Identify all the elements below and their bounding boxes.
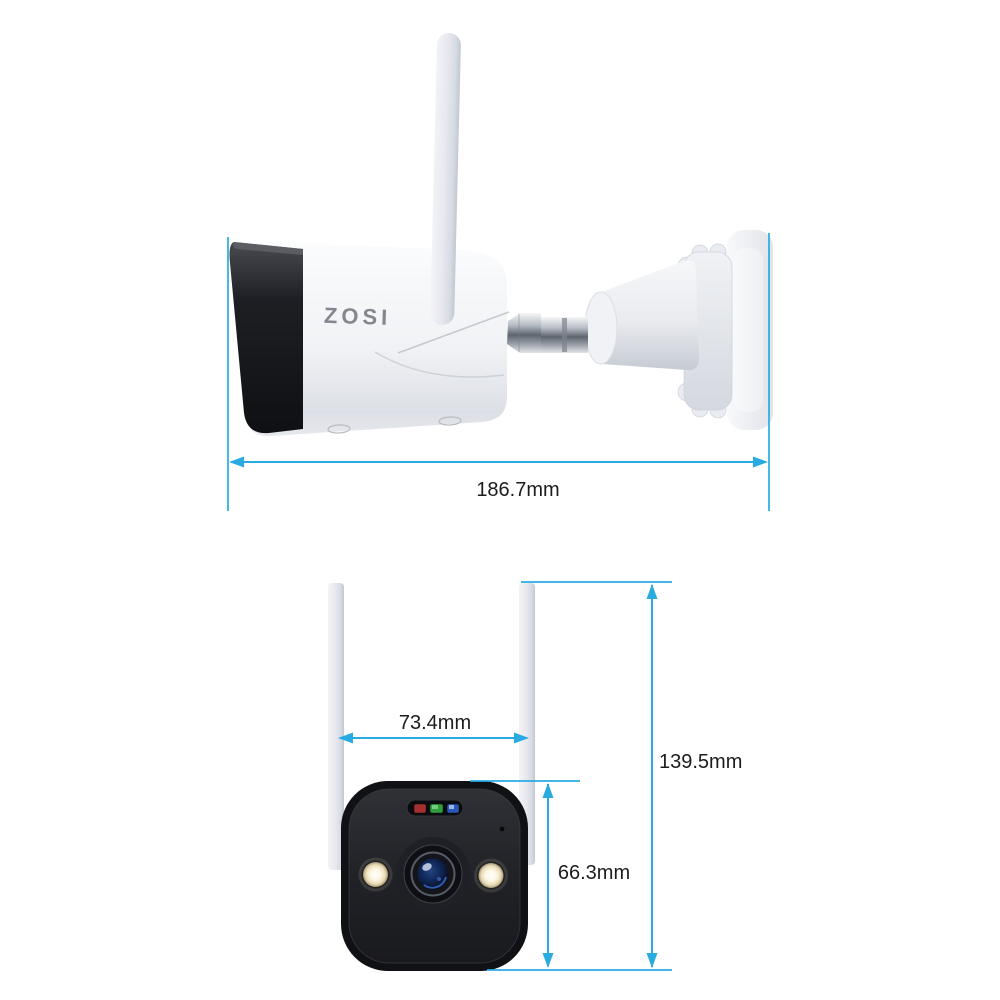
microphone-hole bbox=[499, 826, 505, 832]
led-red bbox=[413, 803, 427, 814]
spotlight-left bbox=[358, 857, 393, 892]
front-cap-top-highlight bbox=[233, 242, 303, 255]
antenna-fin-ridge bbox=[397, 311, 510, 354]
total-height-label: 139.5mm bbox=[659, 751, 742, 773]
dimension-antenna-spacing: 73.4mm bbox=[338, 712, 529, 744]
body-crease-line bbox=[374, 351, 505, 378]
dimension-length: 186.7mm bbox=[227, 233, 770, 511]
antenna-right bbox=[519, 583, 535, 865]
swivel-joint-chrome bbox=[507, 313, 588, 353]
camera-lens bbox=[396, 837, 470, 911]
mount-arm bbox=[584, 260, 699, 371]
side-view: ZOSI 186.7mm bbox=[227, 32, 773, 511]
brand-logo: ZOSI bbox=[324, 303, 392, 330]
lens-glass bbox=[417, 858, 449, 890]
body-height-label: 66.3mm bbox=[558, 862, 630, 884]
spotlight-right bbox=[474, 858, 508, 893]
front-view: 73.4mm 139.5mm 66.3mm bbox=[328, 581, 742, 971]
screw-hole-left bbox=[327, 424, 351, 434]
length-dimension-label: 186.7mm bbox=[476, 479, 559, 501]
mount-wall-plate-highlight bbox=[733, 248, 763, 412]
lens-specular-highlight bbox=[422, 863, 432, 871]
mount-arm-cap bbox=[584, 291, 618, 365]
status-led-strip bbox=[406, 799, 464, 817]
antenna-left bbox=[328, 583, 344, 870]
camera-front-cap-side bbox=[229, 242, 303, 434]
antenna-side bbox=[430, 32, 461, 325]
swivel-hex-nut bbox=[507, 313, 541, 353]
dimension-body-height: 66.3mm bbox=[470, 780, 630, 968]
mount-wall-plate bbox=[727, 230, 773, 430]
antenna-spacing-label: 73.4mm bbox=[399, 712, 471, 734]
dimension-total-height: 139.5mm bbox=[487, 581, 742, 971]
screw-hole-right bbox=[438, 416, 462, 426]
